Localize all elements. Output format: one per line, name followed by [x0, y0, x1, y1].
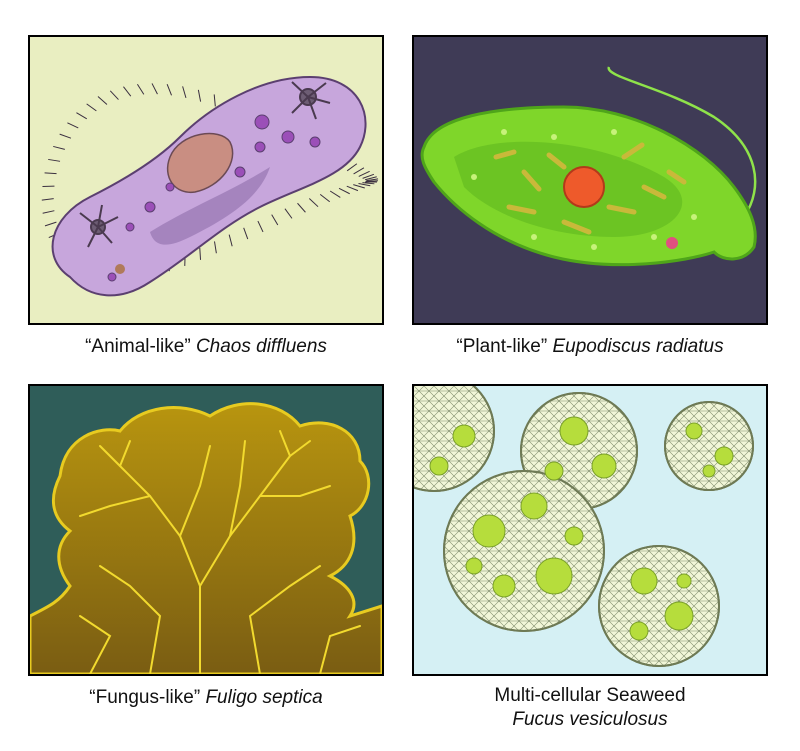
plant-like-panel	[412, 35, 768, 325]
plant-like-species: Eupodiscus radiatus	[552, 336, 724, 357]
fungus-like-label: “Fungus-like”	[89, 687, 201, 708]
seaweed-label: Multi-cellular Seaweed	[494, 685, 686, 706]
seaweed-panel	[412, 384, 768, 676]
euglena-illustration	[420, 66, 757, 267]
animal-like-label: “Animal-like”	[85, 336, 191, 357]
plant-like-caption: “Plant-like” Eupodiscus radiatus	[412, 335, 768, 359]
plant-like-label: “Plant-like”	[456, 336, 548, 357]
fungus-like-species: Fuligo septica	[205, 687, 323, 708]
animal-like-caption: “Animal-like” Chaos diffluens	[28, 335, 384, 359]
animal-like-species: Chaos diffluens	[195, 336, 327, 357]
seaweed-species: Fucus vesiculosus	[512, 709, 668, 730]
seaweed-caption: Multi-cellular Seaweed Fucus vesiculosus	[412, 684, 768, 732]
volvox-colonies-illustration	[414, 386, 754, 667]
paramecium-illustration	[41, 75, 379, 297]
animal-like-panel	[28, 35, 384, 325]
fungus-like-panel	[28, 384, 384, 676]
slime-mold-illustration	[30, 402, 382, 674]
fungus-like-caption: “Fungus-like” Fuligo septica	[28, 686, 384, 710]
